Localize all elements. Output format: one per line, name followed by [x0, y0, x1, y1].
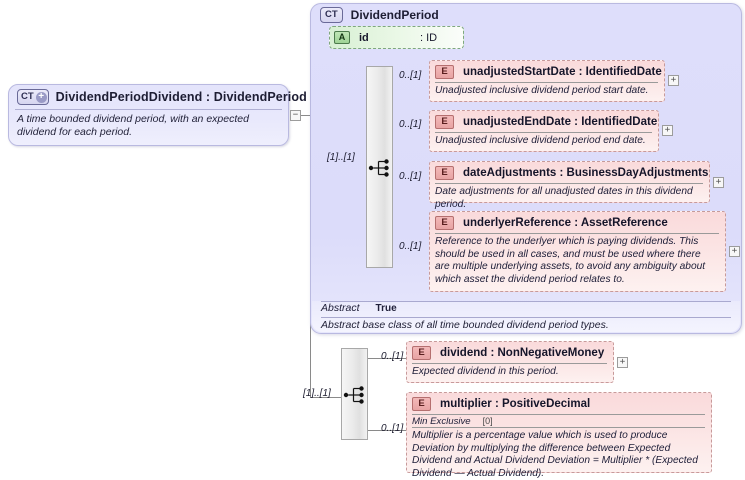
divider — [321, 301, 731, 302]
element-box-unadjustedstartdate[interactable]: E unadjustedStartDate : IdentifiedDate U… — [429, 60, 665, 102]
facet-key: Min Exclusive — [412, 416, 471, 427]
divider — [412, 427, 705, 428]
expand-toggle-unadjustedstartdate[interactable]: + — [668, 75, 679, 86]
complex-type-box-dividend-period-dividend[interactable]: CT+ DividendPeriodDividend : DividendPer… — [8, 84, 307, 146]
panel-header: CT DividendPeriod — [311, 4, 741, 26]
expand-plus-icon[interactable]: + — [35, 91, 47, 103]
complex-type-header: CT+ DividendPeriodDividend : DividendPer… — [9, 85, 307, 109]
element-description: Reference to the underlyer which is payi… — [435, 236, 706, 285]
sequence-icon — [343, 386, 364, 404]
sequence-compositor-bottom[interactable] — [341, 348, 368, 440]
element-name: underlyerReference : AssetReference — [463, 216, 668, 229]
divider — [435, 82, 658, 83]
abstract-footer: Abstract True Abstract base class of all… — [312, 301, 740, 332]
cardinality-sequence-main: [1]..[1] — [327, 152, 355, 163]
attribute-name: id — [359, 31, 369, 44]
element-box-dateadjustments[interactable]: E dateAdjustments : BusinessDayAdjustmen… — [429, 161, 710, 210]
cardinality-unadjustedstartdate: 0..[1] — [399, 70, 422, 81]
divider — [412, 414, 705, 415]
expand-toggle-dividend[interactable]: + — [617, 357, 628, 368]
facet-min-exclusive: Min Exclusive [0] — [407, 415, 711, 427]
element-name: unadjustedEndDate : IdentifiedDate — [463, 115, 658, 128]
facet-value: [0] — [482, 416, 493, 426]
element-header: E unadjustedStartDate : IdentifiedDate — [430, 61, 664, 82]
cardinality-dateadjustments: 0..[1] — [399, 171, 422, 182]
divider — [321, 317, 731, 318]
abstract-row: Abstract True — [321, 302, 731, 317]
element-header: E underlyerReference : AssetReference — [430, 212, 725, 233]
element-header: E multiplier : PositiveDecimal — [407, 393, 711, 414]
divider — [435, 233, 719, 234]
element-description: Date adjustments for all unadjusted date… — [435, 186, 693, 210]
divider — [435, 132, 652, 133]
element-box-dividend[interactable]: E dividend : NonNegativeMoney Expected d… — [406, 341, 614, 383]
cardinality-underlyerreference: 0..[1] — [399, 241, 422, 252]
element-name: dateAdjustments : BusinessDayAdjustments — [463, 166, 709, 179]
element-box-multiplier[interactable]: E multiplier : PositiveDecimal Min Exclu… — [406, 392, 712, 479]
divider — [435, 183, 703, 184]
abstract-note: Abstract base class of all time bounded … — [321, 319, 609, 331]
cardinality-sequence-bottom: [1]..[1] — [303, 388, 331, 399]
element-name: multiplier : PositiveDecimal — [440, 397, 591, 410]
collapse-toggle-left-type[interactable]: − — [290, 110, 301, 121]
expand-toggle-dateadjustments[interactable]: + — [713, 177, 724, 188]
element-name: dividend : NonNegativeMoney — [440, 346, 605, 359]
connector-line — [296, 115, 310, 116]
attribute-type: : ID — [420, 31, 438, 44]
connector-line — [310, 397, 341, 398]
element-header: E dateAdjustments : BusinessDayAdjustmen… — [430, 162, 709, 183]
element-badge-icon: E — [435, 165, 454, 180]
element-badge-icon: E — [412, 345, 431, 360]
element-box-unadjustedenddate[interactable]: E unadjustedEndDate : IdentifiedDate Una… — [429, 110, 659, 152]
cardinality-unadjustedenddate: 0..[1] — [399, 119, 422, 130]
attribute-badge-icon: A — [334, 31, 350, 44]
element-description: Unadjusted inclusive dividend period sta… — [435, 85, 649, 96]
divider — [412, 363, 607, 364]
abstract-key: Abstract — [321, 302, 360, 314]
complex-type-title: DividendPeriodDividend : DividendPeriod — [55, 90, 307, 104]
element-badge-icon: E — [435, 64, 454, 79]
element-description: Multiplier is a percentage value which i… — [412, 430, 698, 479]
expand-toggle-unadjustedenddate[interactable]: + — [662, 125, 673, 136]
cardinality-multiplier: 0..[1] — [381, 423, 404, 434]
element-name: unadjustedStartDate : IdentifiedDate — [463, 65, 662, 78]
element-box-underlyerreference[interactable]: E underlyerReference : AssetReference Re… — [429, 211, 726, 292]
connector-line — [360, 358, 406, 359]
complex-type-badge-icon: CT — [320, 7, 343, 23]
element-badge-icon: E — [435, 114, 454, 129]
element-header: E unadjustedEndDate : IdentifiedDate — [430, 111, 658, 132]
abstract-value: True — [375, 303, 397, 314]
complex-type-badge-icon: CT+ — [17, 89, 49, 105]
panel-title: DividendPeriod — [350, 8, 439, 22]
connector-line — [360, 430, 406, 431]
complex-type-description: A time bounded dividend period, with an … — [17, 113, 249, 138]
sequence-compositor-main[interactable] — [366, 66, 393, 268]
element-description: Unadjusted inclusive dividend period end… — [435, 135, 646, 146]
element-badge-icon: E — [435, 215, 454, 230]
sequence-icon — [368, 159, 389, 177]
attribute-box-id[interactable]: A id : ID — [329, 26, 464, 49]
element-description: Expected dividend in this period. — [412, 366, 559, 377]
cardinality-dividend: 0..[1] — [381, 351, 404, 362]
element-header: E dividend : NonNegativeMoney — [407, 342, 613, 363]
element-badge-icon: E — [412, 396, 431, 411]
divider — [15, 109, 282, 110]
expand-toggle-underlyerreference[interactable]: + — [729, 246, 740, 257]
